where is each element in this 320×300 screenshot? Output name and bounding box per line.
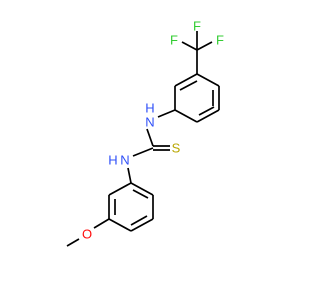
atom-label-oxygen: O xyxy=(82,227,92,242)
bond-ring1-b xyxy=(196,109,220,123)
atom-label-sulfur: S xyxy=(172,141,181,156)
atom-label-h-lower: H xyxy=(108,153,117,168)
bond-c-n-lower xyxy=(132,147,154,157)
bond-n-lower-ring2 xyxy=(127,167,132,184)
atom-labels: F F F N H S N H O xyxy=(82,19,224,242)
bond-o-methyl xyxy=(66,238,80,247)
chemical-structure-diagram: F F F N H S N H O xyxy=(66,19,224,247)
bond-ring2-o xyxy=(93,218,110,229)
bond-cf3-f-left xyxy=(181,41,198,51)
bond-ring2-double-2 xyxy=(130,215,148,226)
bond-ring1-e xyxy=(174,73,198,87)
bond-ring2-a xyxy=(130,182,154,196)
bond-ring1-a xyxy=(174,109,198,123)
bond-ring2-c xyxy=(130,218,154,232)
bond-ring2-f xyxy=(108,182,132,196)
bond-ring2-d xyxy=(108,218,132,232)
bond-n-upper-c xyxy=(146,128,154,147)
bond-ring1-double-1 xyxy=(198,106,215,116)
bond-cf3-f-right xyxy=(196,41,213,51)
atom-label-n-upper: N xyxy=(145,115,154,130)
bonds xyxy=(66,31,220,247)
atom-label-h-upper: H xyxy=(145,101,154,116)
bond-ring2-double-1 xyxy=(132,189,149,199)
bond-ring1-d xyxy=(196,73,220,87)
bond-n-upper-ring1 xyxy=(157,109,176,118)
bond-ring1-double-2 xyxy=(179,80,198,91)
atom-label-f-right: F xyxy=(216,33,224,48)
atom-label-f-left: F xyxy=(170,33,178,48)
atom-label-f-top: F xyxy=(193,19,201,34)
atom-label-n-lower: N xyxy=(120,153,129,168)
